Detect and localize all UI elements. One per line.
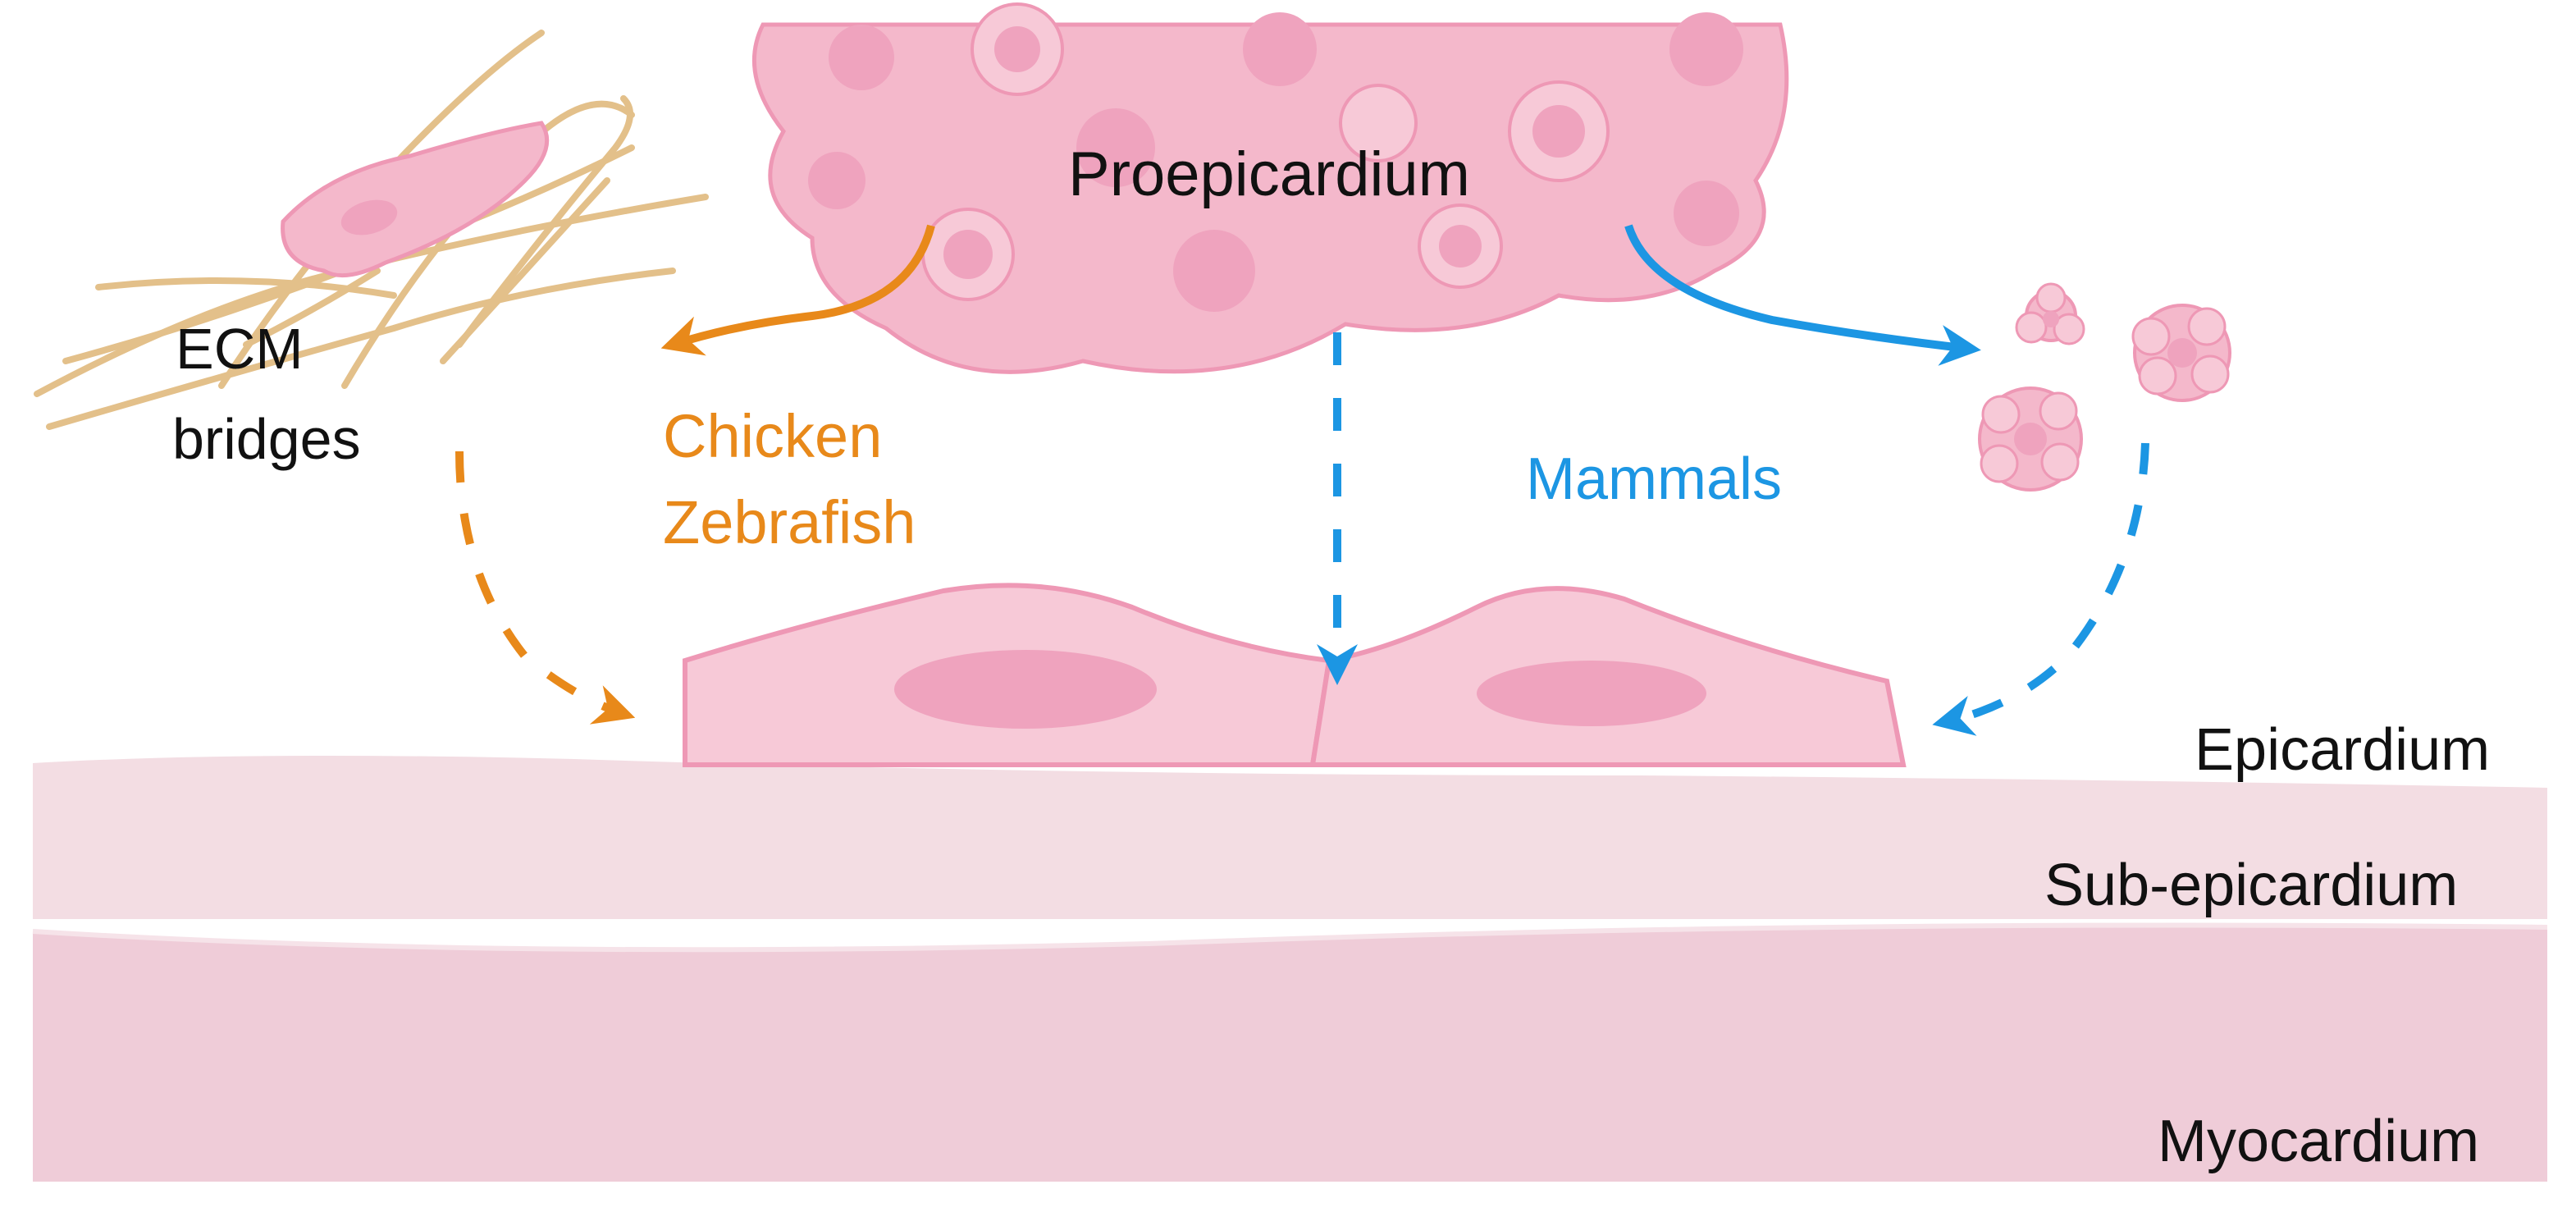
- tissue-layers: [32, 756, 2548, 1182]
- mammals-label: Mammals: [1526, 446, 1783, 512]
- cell-cluster: [2015, 282, 2085, 345]
- floating-cell-clusters: [1978, 282, 2231, 492]
- ecm-label-line2: bridges: [172, 407, 361, 471]
- sub-epicardium-label: Sub-epicardium: [2044, 853, 2459, 918]
- zebrafish-label: Zebrafish: [663, 488, 916, 556]
- ecm-label-line1: ECM: [176, 317, 304, 381]
- layer-boundary-line: [32, 922, 2548, 953]
- migrating-cell: [281, 121, 550, 278]
- orange-solid-arrow: [660, 224, 935, 356]
- sub-epicardium-layer: [33, 756, 2547, 919]
- epicardium-label: Epicardium: [2195, 717, 2491, 783]
- epicardial-cells: [683, 583, 1907, 767]
- myocardium-layer: [33, 925, 2547, 1182]
- cell-cluster: [1978, 386, 2083, 492]
- pathway-arrows: [455, 224, 2149, 736]
- orange-dashed-arrow: [455, 450, 636, 725]
- cell-cluster: [2131, 304, 2231, 402]
- proepicardium-label: Proepicardium: [1068, 139, 1470, 209]
- blue-dashed-right-arrow: [1932, 442, 2149, 736]
- proepicardium-cluster: [751, 2, 1789, 374]
- blue-solid-arrow: [1624, 224, 1981, 366]
- chicken-label: Chicken: [663, 402, 883, 470]
- myocardium-label: Myocardium: [2158, 1109, 2480, 1174]
